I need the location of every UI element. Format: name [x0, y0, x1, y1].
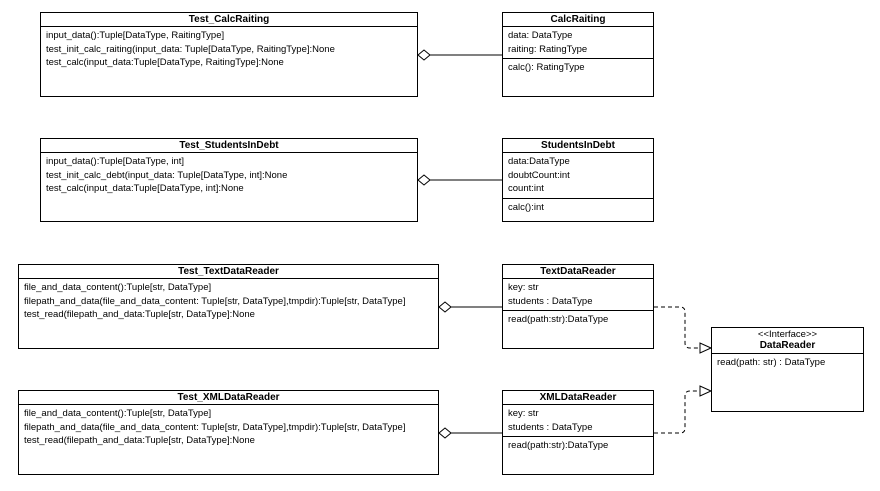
- method: calc(): RatingType: [508, 62, 585, 73]
- attribute: students : DataType: [508, 421, 593, 433]
- methods-section: calc(): RatingType: [503, 59, 653, 77]
- method: filepath_and_data(file_and_data_content:…: [24, 421, 406, 433]
- method: file_and_data_content():Tuple[str, DataT…: [24, 408, 212, 419]
- aggregation-xml-data-reader: [438, 427, 502, 439]
- method: test_calc(input_data:Tuple[DataType, Rai…: [46, 57, 284, 68]
- methods-section: read(path:str):DataType: [503, 311, 653, 329]
- class-name: XMLDataReader: [503, 391, 653, 405]
- method: read(path:str):DataType: [508, 314, 609, 325]
- methods-section: input_data():Tuple[DataType, int] test_i…: [41, 153, 417, 198]
- attribute: count:int: [508, 183, 544, 194]
- class-name: Test_TextDataReader: [19, 265, 438, 279]
- class-text-data-reader: TextDataReader key: str students : DataT…: [502, 264, 654, 349]
- method: read(path: str) : DataType: [717, 357, 826, 368]
- aggregation-students-in-debt: [417, 174, 502, 186]
- attribute: key: str: [508, 408, 539, 419]
- method: file_and_data_content():Tuple[str, DataT…: [24, 282, 212, 293]
- class-name: TextDataReader: [503, 265, 653, 279]
- method: input_data():Tuple[DataType, int]: [46, 156, 185, 167]
- attribute: data: DataType: [508, 30, 573, 41]
- methods-section: input_data():Tuple[DataType, RaitingType…: [41, 27, 417, 72]
- realization-xml-data-reader: [654, 385, 713, 434]
- method: calc():int: [508, 201, 544, 213]
- method: test_init_calc_raiting(input_data: Tuple…: [46, 43, 335, 55]
- attribute: raiting: RatingType: [508, 43, 588, 55]
- method: test_read(filepath_and_data:Tuple[str, D…: [24, 309, 255, 320]
- methods-section: file_and_data_content():Tuple[str, DataT…: [19, 405, 438, 450]
- class-test-students-in-debt: Test_StudentsInDebt input_data():Tuple[D…: [40, 138, 418, 222]
- attribute: data:DataType: [508, 156, 570, 167]
- class-name: Test_CalcRaiting: [41, 13, 417, 27]
- interface-data-reader: <<Interface>> DataReader read(path: str)…: [711, 327, 864, 412]
- attribute: students : DataType: [508, 295, 593, 307]
- realization-text-data-reader: [654, 306, 713, 354]
- stereotype-label: <<Interface>>: [757, 329, 818, 340]
- class-xml-data-reader: XMLDataReader key: str students : DataTy…: [502, 390, 654, 475]
- attributes-section: data:DataType doubtCount:int count:int: [503, 153, 653, 199]
- class-test-text-data-reader: Test_TextDataReader file_and_data_conten…: [18, 264, 439, 349]
- attribute: key: str: [508, 282, 539, 293]
- aggregation-calc-raiting: [417, 49, 502, 61]
- attribute: doubtCount:int: [508, 169, 570, 181]
- method: input_data():Tuple[DataType, RaitingType…: [46, 30, 225, 41]
- class-name: StudentsInDebt: [503, 139, 653, 153]
- method: filepath_and_data(file_and_data_content:…: [24, 295, 406, 307]
- class-name: DataReader: [759, 340, 816, 351]
- class-students-in-debt: StudentsInDebt data:DataType doubtCount:…: [502, 138, 654, 222]
- method: test_calc(input_data:Tuple[DataType, int…: [46, 183, 244, 194]
- aggregation-text-data-reader: [438, 301, 502, 313]
- methods-section: calc():int: [503, 199, 653, 217]
- attributes-section: key: str students : DataType: [503, 279, 653, 311]
- class-name: Test_XMLDataReader: [19, 391, 438, 405]
- class-name: CalcRaiting: [503, 13, 653, 27]
- attributes-section: key: str students : DataType: [503, 405, 653, 437]
- class-test-xml-data-reader: Test_XMLDataReader file_and_data_content…: [18, 390, 439, 475]
- methods-section: read(path:str):DataType: [503, 437, 653, 455]
- class-name: Test_StudentsInDebt: [41, 139, 417, 153]
- class-test-calc-raiting: Test_CalcRaiting input_data():Tuple[Data…: [40, 12, 418, 97]
- methods-section: read(path: str) : DataType: [712, 354, 863, 372]
- interface-header: <<Interface>> DataReader: [712, 328, 863, 354]
- methods-section: file_and_data_content():Tuple[str, DataT…: [19, 279, 438, 324]
- method: test_read(filepath_and_data:Tuple[str, D…: [24, 435, 255, 446]
- class-calc-raiting: CalcRaiting data: DataType raiting: Rati…: [502, 12, 654, 97]
- method: read(path:str):DataType: [508, 440, 609, 451]
- attributes-section: data: DataType raiting: RatingType: [503, 27, 653, 59]
- method: test_init_calc_debt(input_data: Tuple[Da…: [46, 169, 288, 181]
